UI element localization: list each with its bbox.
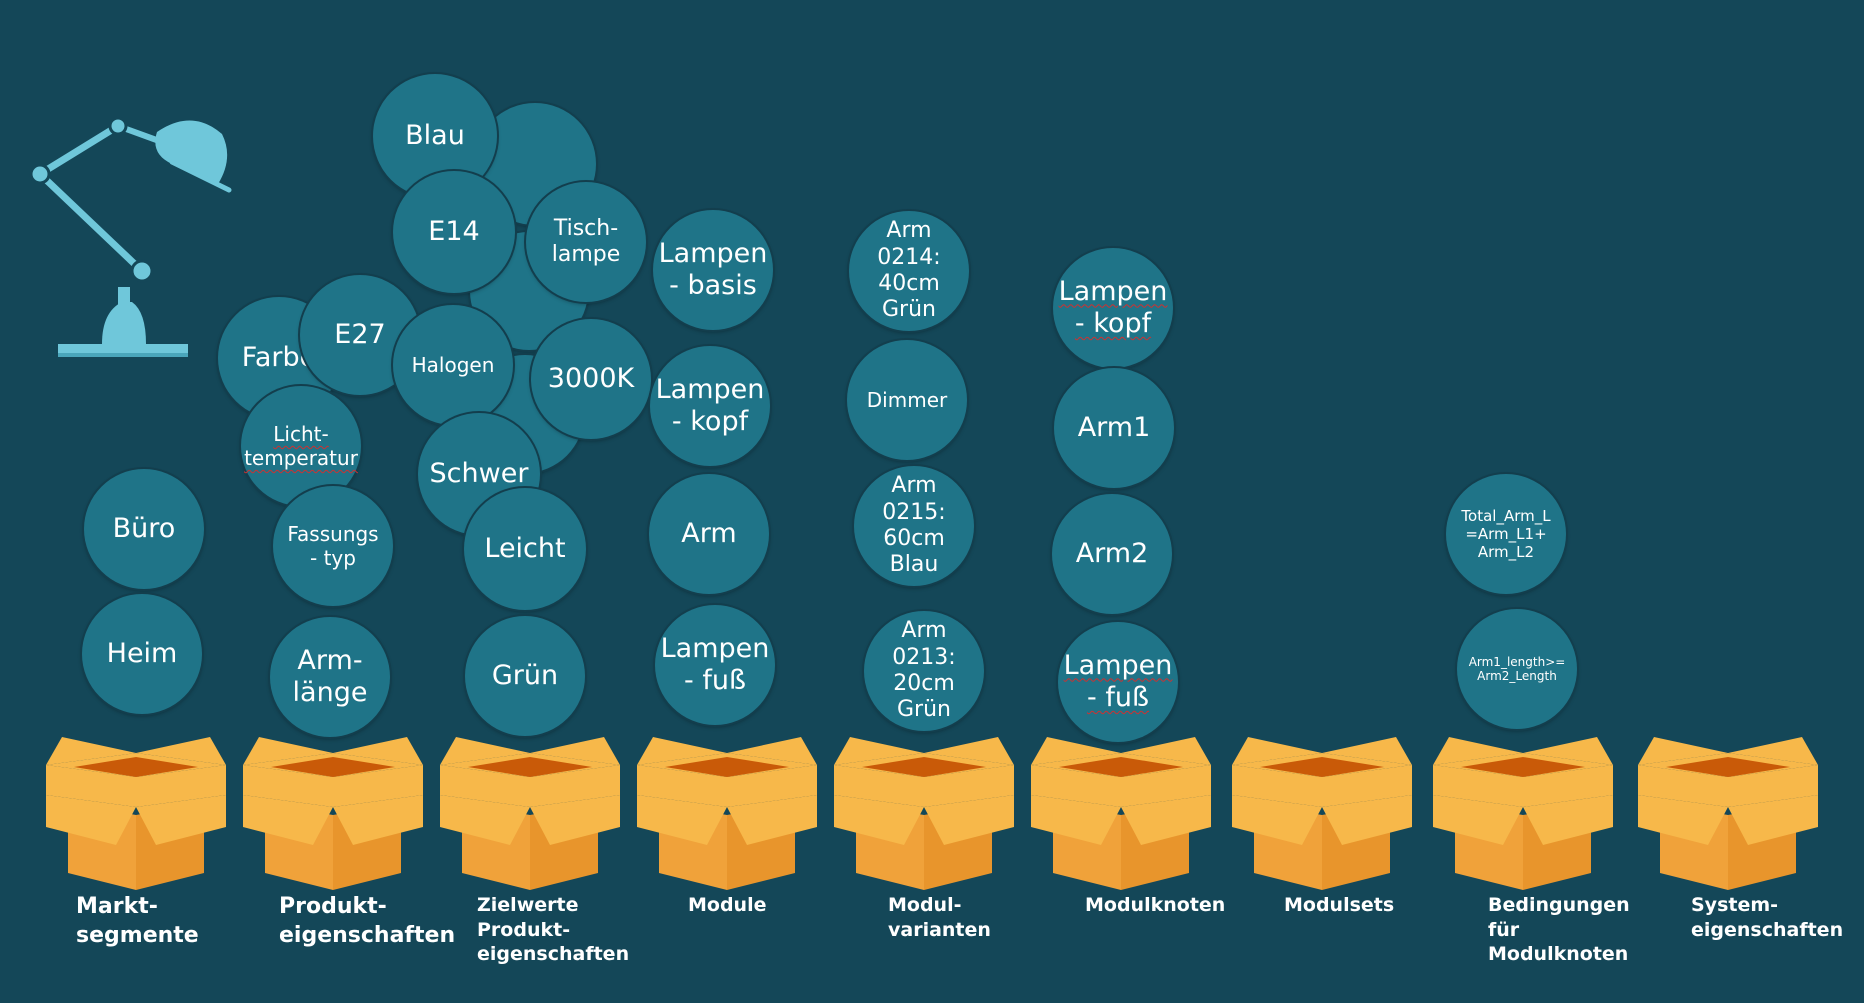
bubble-armlaenge: Arm- länge <box>270 617 390 737</box>
bubble-lampenfuss: Lampen - fuß <box>655 605 775 725</box>
lichttemperatur-text: Licht- temperatur <box>244 422 358 470</box>
open-box-icon <box>1638 737 1818 890</box>
bubble-lichttemperatur: Licht- temperatur <box>241 386 361 506</box>
bubble-arm1: Arm1 <box>1054 368 1174 488</box>
bubble-knoten-lampenkopf: Lampen - kopf <box>1053 248 1173 368</box>
caption-modulvarianten: Modul- varianten <box>888 894 991 941</box>
caption-produkteigenschaften: Produkt- eigenschaften <box>279 894 456 948</box>
bubble-gruen: Grün <box>465 616 585 736</box>
bubble-arm-0213: Arm 0213: 20cm Grün <box>864 611 984 731</box>
open-box-icon <box>637 737 817 890</box>
caption-modulsets: Modulsets <box>1284 894 1395 916</box>
bubble-heim: Heim <box>82 594 202 714</box>
bubble-leicht: Leicht <box>464 488 586 610</box>
bubble-e14: E14 <box>393 171 515 293</box>
bubble-3000k: 3000K <box>531 319 651 439</box>
bubble-fassungstyp: Fassungs - typ <box>273 486 393 606</box>
bubble-arm-0215: Arm 0215: 60cm Blau <box>854 466 974 586</box>
open-box-icon <box>1232 737 1412 890</box>
bubble-schwer: Schwer <box>418 413 540 535</box>
knoten-lampenfuss-text: Lampen - fuß <box>1063 649 1173 713</box>
caption-modulknoten: Modulknoten <box>1085 894 1226 916</box>
open-box-icon <box>834 737 1014 890</box>
bubble-dimmer: Dimmer <box>847 340 967 460</box>
open-box-icon <box>1433 737 1613 890</box>
open-box-icon <box>1031 737 1211 890</box>
knoten-lampenkopf-text: Lampen - kopf <box>1058 275 1168 339</box>
bubble-arm-0214: Arm 0214: 40cm Grün <box>849 211 969 331</box>
bubble-arm-length-condition: Arm1_length>= Arm2_Length <box>1457 609 1577 729</box>
caption-module: Module <box>688 894 767 916</box>
bubble-arm: Arm <box>649 474 769 594</box>
bubble-tischlampe: Tisch- lampe <box>526 182 646 302</box>
bubble-arm2: Arm2 <box>1052 494 1172 614</box>
bubble-total-arm: Total_Arm_L =Arm_L1+ Arm_L2 <box>1446 474 1566 594</box>
bubble-lampenbasis: Lampen - basis <box>653 210 773 330</box>
caption-systemeigenschaften: System- eigenschaften <box>1691 894 1844 941</box>
bubble-lampenkopf: Lampen - kopf <box>650 346 770 466</box>
bubble-halogen: Halogen <box>393 305 513 425</box>
bubble-buero: Büro <box>84 469 204 589</box>
open-box-icon <box>440 737 620 890</box>
desk-lamp-icon <box>29 116 232 357</box>
bubble-knoten-lampenfuss: Lampen - fuß <box>1058 622 1178 742</box>
caption-zielwerte: Zielwerte Produkt- eigenschaften <box>477 894 630 966</box>
caption-bedingungen: Bedingungen für Modulknoten <box>1488 894 1630 966</box>
open-box-icon <box>46 737 226 890</box>
open-box-icon <box>243 737 423 890</box>
caption-marktsegmente: Markt- segmente <box>76 894 199 948</box>
